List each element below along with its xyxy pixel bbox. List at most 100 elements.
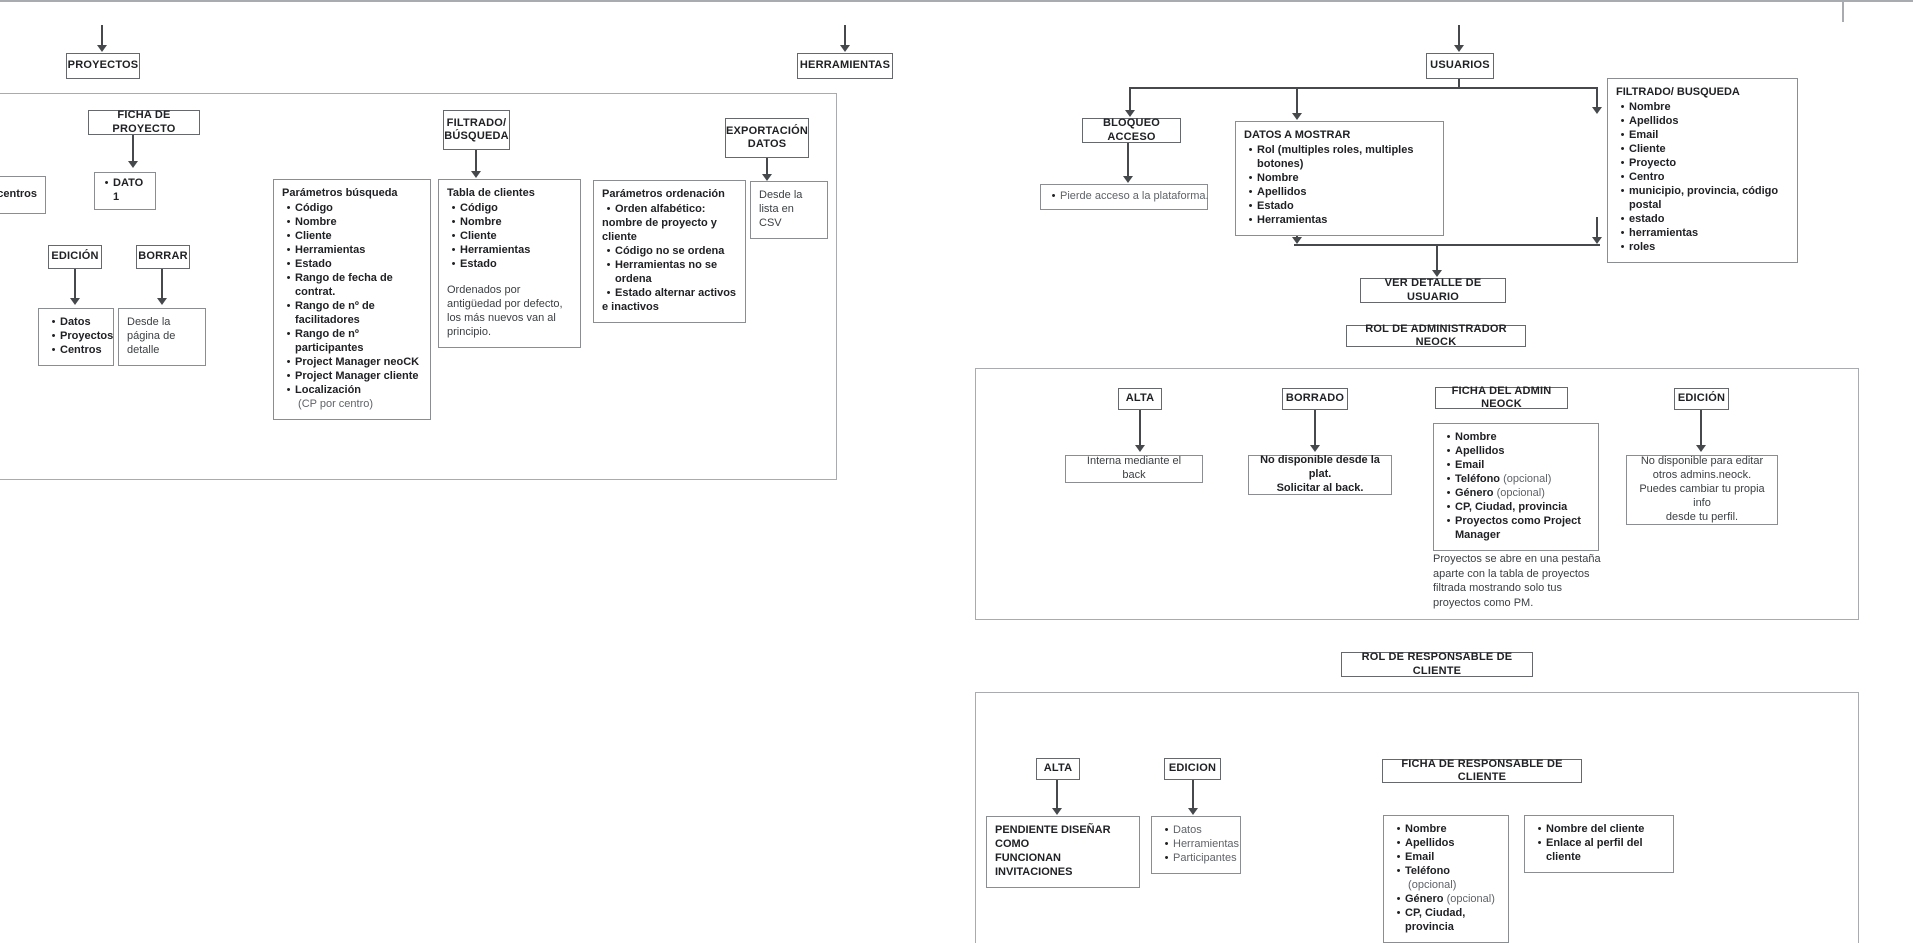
arrowhead-down-icon <box>1123 176 1133 183</box>
node-rol-responsable-cliente[interactable]: ROL DE RESPONSABLE DE CLIENTE <box>1341 651 1533 677</box>
node-borrar-note[interactable]: Desde la página de detalle <box>118 308 206 366</box>
connector-line <box>1596 89 1598 107</box>
arrowhead-down-icon <box>128 161 138 168</box>
bullet-icon: • <box>1620 156 1625 169</box>
node-exportacion-note[interactable]: Desde la lista en CSV <box>750 181 828 239</box>
list-item: •Nombre <box>1244 172 1435 186</box>
arrowhead-down-icon <box>1292 237 1302 244</box>
list-item: •Rango de nº participantes <box>282 328 422 356</box>
list-item: •Apellidos <box>1616 115 1789 129</box>
list-item: •Cliente <box>447 230 572 244</box>
list-item: •Código <box>282 202 422 216</box>
bullet-icon: • <box>51 329 56 342</box>
note-text: Interna mediante el back <box>1086 455 1182 481</box>
bullet-icon: • <box>1446 458 1451 471</box>
list-item: •Estado <box>447 258 572 272</box>
node-borrado-admin[interactable]: BORRADO <box>1282 388 1348 410</box>
node-edicion-proyecto-items[interactable]: •Datos•Proyectos•Centros <box>38 308 114 366</box>
node-alta-admin-note[interactable]: Interna mediante el back <box>1065 455 1203 483</box>
node-dato-1[interactable]: •DATO 1 <box>94 172 156 210</box>
list-title: DATOS A MOSTRAR <box>1244 129 1351 141</box>
node-alta-responsable[interactable]: ALTA <box>1036 758 1080 780</box>
arrowhead-down-icon <box>1310 445 1320 452</box>
connector-line <box>1596 217 1598 237</box>
rol-responsable-group-frame <box>975 692 1859 943</box>
node-alta-responsable-note[interactable]: PENDIENTE DISEÑAR COMO FUNCIONAN INVITAC… <box>986 816 1140 888</box>
note-text: No disponible desde la plat. Solicitar a… <box>1260 454 1380 494</box>
bullet-icon: • <box>286 201 291 214</box>
node-label: VER DETALLE DE USUARIO <box>1384 277 1482 303</box>
node-edicion-proyecto[interactable]: EDICIÓN <box>48 245 102 269</box>
node-ficha-de-proyecto[interactable]: FICHA DE PROYECTO <box>88 109 200 135</box>
list-title: FILTRADO/ BUSQUEDA <box>1616 86 1740 98</box>
node-parametros-busqueda[interactable]: Parámetros búsqueda •Código•Nombre•Clien… <box>273 179 431 420</box>
node-ficha-responsable-items[interactable]: •Nombre•Apellidos•Email•Teléfono (opcion… <box>1383 815 1509 943</box>
list-item: •Centro <box>1616 171 1789 185</box>
list-item: •DATO 1 <box>100 177 150 205</box>
list-item: •Teléfono (opcional) <box>1442 473 1590 487</box>
node-tabla-de-clientes[interactable]: Tabla de clientes •Código•Nombre•Cliente… <box>438 179 581 348</box>
node-herramientas[interactable]: HERRAMIENTAS <box>797 53 893 79</box>
list-item: nombre de proyecto y cliente <box>602 216 717 243</box>
node-ficha-responsable-cliente[interactable]: FICHA DE RESPONSABLE DE CLIENTE <box>1382 758 1582 783</box>
node-edicion-admin-note[interactable]: No disponible para editar otros admins.n… <box>1626 455 1778 525</box>
list-item: •Herramientas <box>1244 214 1435 228</box>
bullet-icon: • <box>1446 486 1451 499</box>
bullet-icon: • <box>104 177 109 189</box>
node-filtrado-busqueda-proyectos[interactable]: FILTRADO/ BÚSQUEDA <box>443 110 510 150</box>
bullet-icon: • <box>1396 864 1401 877</box>
bullet-icon: • <box>451 215 456 228</box>
list-item: •Rol (multiples roles, multiples botones… <box>1244 144 1435 172</box>
node-ver-detalle-usuario[interactable]: VER DETALLE DE USUARIO <box>1360 277 1506 303</box>
node-centros-cut[interactable]: e centros <box>0 176 46 214</box>
bullet-icon: • <box>1446 500 1451 513</box>
bullet-icon: • <box>1446 472 1451 485</box>
node-borrado-admin-note[interactable]: No disponible desde la plat. Solicitar a… <box>1248 454 1392 495</box>
node-bloqueo-note[interactable]: •Pierde acceso a la plataforma. <box>1040 184 1209 210</box>
bullet-icon: • <box>1248 199 1253 212</box>
bullet-icon: • <box>1164 824 1169 836</box>
node-parametros-ordenacion[interactable]: Parámetros ordenación •Orden alfabético:… <box>593 180 746 323</box>
list-item: •Nombre <box>282 216 422 230</box>
bullet-icon: • <box>606 244 611 257</box>
node-borrar[interactable]: BORRAR <box>136 245 190 269</box>
list-items: •Orden alfabético:nombre de proyecto y c… <box>602 203 737 315</box>
note-text: PENDIENTE DISEÑAR COMO FUNCIONAN INVITAC… <box>995 824 1111 878</box>
list-item: •Project Manager neoCK <box>282 356 422 370</box>
node-label: PROYECTOS <box>67 59 139 72</box>
connector-line <box>475 150 477 171</box>
node-alta-admin[interactable]: ALTA <box>1118 388 1162 410</box>
node-filtrado-busqueda-usuarios[interactable]: FILTRADO/ BUSQUEDA •Nombre•Apellidos•Ema… <box>1607 78 1798 263</box>
node-edicion-responsable[interactable]: EDICION <box>1164 758 1221 780</box>
list-item: •Estado <box>282 258 422 272</box>
bullet-icon: • <box>606 202 611 215</box>
node-edicion-admin[interactable]: EDICIÓN <box>1674 388 1729 410</box>
node-label: EDICIÓN <box>51 250 99 263</box>
connector-line <box>132 135 134 161</box>
bullet-icon: • <box>451 201 456 214</box>
node-proyectos[interactable]: PROYECTOS <box>66 53 140 79</box>
node-exportacion-datos[interactable]: EXPORTACIÓN DATOS <box>725 118 809 158</box>
node-label: ALTA <box>1125 392 1155 405</box>
bullet-icon: • <box>1537 836 1542 849</box>
node-label: USUARIOS <box>1430 59 1490 72</box>
connector-line <box>1458 79 1460 88</box>
node-usuarios[interactable]: USUARIOS <box>1426 53 1494 79</box>
node-ficha-admin-neock[interactable]: FICHA DEL ADMIN NEOCK <box>1435 385 1568 410</box>
branch-line <box>1129 87 1598 89</box>
node-rol-administrador-neock[interactable]: ROL DE ADMINISTRADOR NEOCK <box>1346 323 1526 348</box>
arrowhead-down-icon <box>471 171 481 178</box>
list-item: •herramientas <box>1616 227 1789 241</box>
arrowhead-down-icon <box>1125 110 1135 117</box>
bullet-icon: • <box>606 258 611 271</box>
collector-line <box>1294 244 1600 246</box>
node-datos-a-mostrar[interactable]: DATOS A MOSTRAR •Rol (multiples roles, m… <box>1235 121 1444 236</box>
node-ficha-responsable-cliente-items[interactable]: •Nombre del cliente•Enlace al perfil del… <box>1524 815 1674 873</box>
node-edicion-responsable-items[interactable]: •Datos•Herramientas•Participantes <box>1151 816 1241 874</box>
node-ficha-admin-items[interactable]: •Nombre•Apellidos•Email•Teléfono (opcion… <box>1433 423 1599 551</box>
connector-line <box>1127 143 1129 176</box>
note-text: Desde la página de detalle <box>127 316 176 356</box>
list-item: •Rango de fecha de contrat. <box>282 272 422 300</box>
node-bloqueo-acceso[interactable]: BLOQUEO ACCESO <box>1082 117 1181 143</box>
